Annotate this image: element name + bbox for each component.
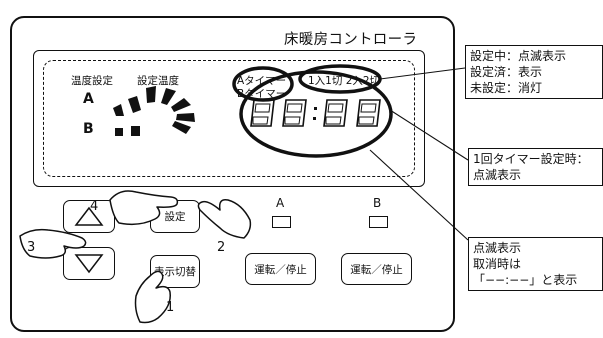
- callout-cancel-display: 点滅表示 取消時は 「−−:−−」と表示: [468, 237, 603, 291]
- callout-timer-status: 設定中：点滅表示 設定済：表示 未設定：消灯: [465, 45, 603, 99]
- callout-line: 点滅表示: [473, 241, 522, 255]
- colon-bottom: [313, 117, 316, 120]
- lamp-a-indicator: [272, 216, 291, 228]
- down-arrow-icon: [74, 254, 104, 274]
- zone-b-indicator: B: [83, 121, 94, 137]
- run-stop-b-button[interactable]: 運転／停止: [341, 253, 412, 285]
- callout-line: 設定中：点滅表示: [470, 49, 567, 63]
- step-2-label: 2: [217, 240, 226, 255]
- segment-digit-icon: [250, 99, 381, 127]
- set-temp-label: 設定温度: [137, 75, 179, 87]
- up-button[interactable]: [63, 200, 115, 233]
- down-button[interactable]: [63, 247, 115, 280]
- callout-line: 「−−:−−」と表示: [473, 273, 578, 287]
- callout-line: 未設定：消灯: [470, 81, 543, 95]
- lcd-display: [33, 50, 425, 187]
- pointing-hand-icon: [19, 190, 252, 324]
- lamp-b-indicator: [369, 216, 388, 228]
- callout-one-time-timer: 1回タイマー設定時： 点滅表示: [468, 148, 603, 186]
- callout-line: 設定済：表示: [470, 65, 543, 79]
- lamp-a-label: A: [276, 196, 285, 210]
- step-4-label: 4: [90, 199, 99, 214]
- lamp-b-label: B: [373, 196, 382, 210]
- level-block-1: [115, 128, 123, 136]
- level-block-2: [131, 126, 140, 136]
- leader-lines: [369, 67, 469, 241]
- digits-highlight: [239, 70, 393, 158]
- temperature-bar-icon: [113, 86, 195, 134]
- step-1-label: 1: [166, 300, 175, 315]
- device-title: 床暖房コントローラ: [284, 32, 418, 48]
- callout-line: 1回タイマー設定時：: [473, 152, 589, 166]
- lcd-inner-area: [43, 60, 415, 177]
- temp-setting-label: 温度設定: [71, 75, 113, 87]
- up-arrow-icon: [74, 206, 104, 226]
- timer-mode-label: 1入1切 2入2切: [308, 75, 381, 87]
- colon-top: [314, 107, 317, 110]
- run-stop-a-button[interactable]: 運転／停止: [245, 253, 316, 285]
- callout-line: 点滅表示: [473, 168, 522, 182]
- zone-a-indicator: A: [83, 91, 94, 107]
- timer-mode-highlight: [298, 64, 382, 94]
- callout-line: 取消時は: [473, 257, 522, 271]
- timer-label-highlight: [232, 66, 294, 102]
- step-3-label: 3: [27, 240, 36, 255]
